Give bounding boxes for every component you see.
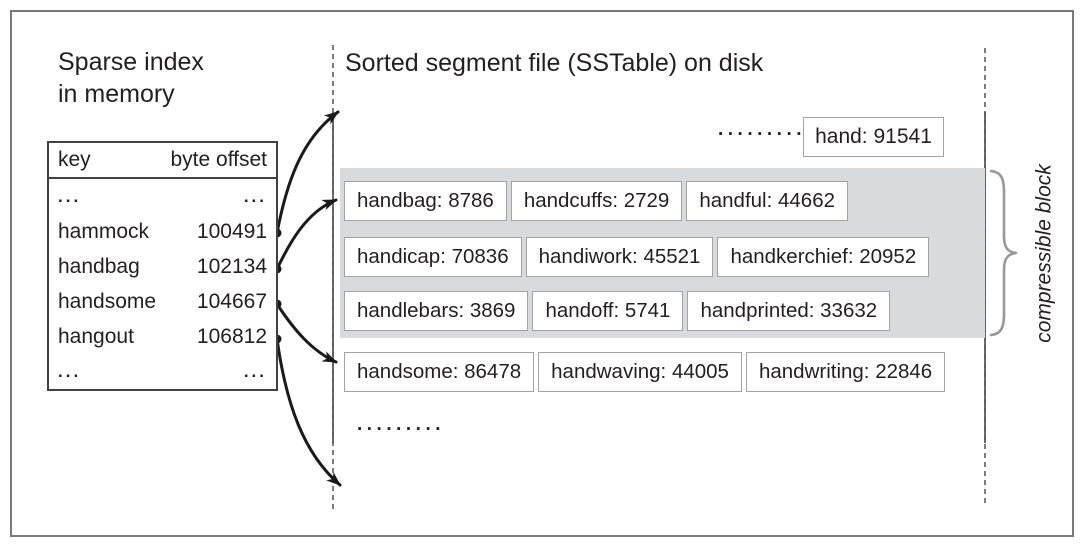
entry-handwriting: handwriting: 22846 [745, 352, 946, 392]
segment-ellipsis-top: ......... [718, 119, 807, 140]
index-row-ellipsis-top: ... ... [58, 186, 267, 206]
segment-row-3: handlebars: 3869 handoff: 5741 handprint… [344, 291, 891, 331]
index-row-handbag: handbag 102134 [58, 254, 267, 278]
entry-handbag: handbag: 8786 [344, 181, 507, 221]
sparse-index-title-line1: Sparse index [58, 48, 204, 76]
entry-hand: hand: 91541 [803, 117, 944, 157]
entry-handoff: handoff: 5741 [532, 291, 684, 331]
index-header-offset: byte offset [170, 148, 267, 171]
entry-handiwork: handiwork: 45521 [525, 237, 714, 277]
entry-handprinted: handprinted: 33632 [687, 291, 891, 331]
sstable-title: Sorted segment file (SSTable) on disk [345, 49, 764, 77]
compressible-block-label: compressible block [1032, 164, 1056, 343]
index-header-key: key [58, 148, 91, 171]
index-row-ellipsis-bottom: ... ... [58, 361, 267, 381]
entry-handful: handful: 44662 [686, 181, 848, 221]
entry-handwaving: handwaving: 44005 [538, 352, 742, 392]
index-table-header: key byte offset [49, 143, 276, 179]
segment-row-4: handsome: 86478 handwaving: 44005 handwr… [344, 352, 946, 392]
index-row-handsome: handsome 104667 [58, 289, 267, 313]
entry-handkerchief: handkerchief: 20952 [717, 237, 930, 277]
segment-ellipsis-bottom: ......... [357, 414, 446, 435]
entry-handcuffs: handcuffs: 2729 [510, 181, 683, 221]
entry-handsome: handsome: 86478 [344, 352, 535, 392]
sparse-index-title: Sparse index in memory [58, 46, 204, 110]
index-row-hangout: hangout 106812 [58, 324, 267, 348]
index-row-hammock: hammock 100491 [58, 219, 267, 243]
segment-row-2: handicap: 70836 handiwork: 45521 handker… [344, 237, 930, 277]
sparse-index-table: key byte offset ... ... hammock 100491 h… [47, 141, 278, 391]
entry-handicap: handicap: 70836 [344, 237, 522, 277]
sparse-index-title-line2: in memory [58, 80, 175, 108]
entry-handlebars: handlebars: 3869 [344, 291, 529, 331]
segment-row-1: handbag: 8786 handcuffs: 2729 handful: 4… [344, 181, 848, 221]
